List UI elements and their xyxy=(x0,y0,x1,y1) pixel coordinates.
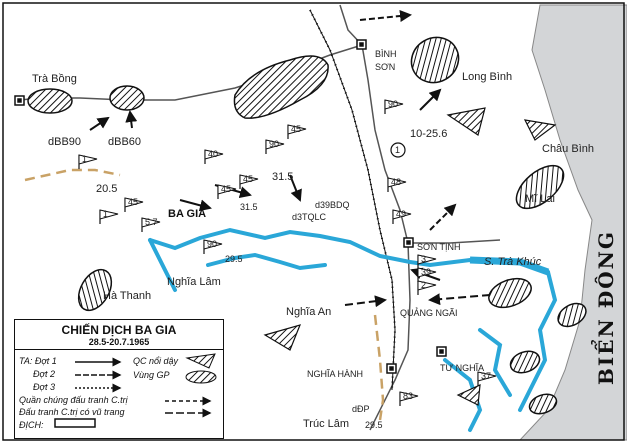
enemy-flag xyxy=(399,391,419,402)
unit-labels: dBB90 dBB60 d39BDQ d3TQLC dĐP 10-25.6 20… xyxy=(48,128,447,430)
enemy-flag-label: 49 xyxy=(396,209,406,219)
enemy-flag xyxy=(287,124,307,135)
enemy-flag-label: 1 xyxy=(82,154,87,164)
enemy-flag xyxy=(239,174,259,185)
label-quang-ngai: QUẢNG NGÃI xyxy=(400,307,458,318)
enemy-flag-label: 45 xyxy=(221,184,231,194)
legend-dot3: Đợt 3 xyxy=(33,382,55,392)
label-chau-binh: Châu Bình xyxy=(542,143,594,155)
label-nghia-an: Nghĩa An xyxy=(286,306,331,318)
enemy-flag-label: 48 xyxy=(391,177,401,187)
label-river: S. Trà Khúc xyxy=(484,256,542,268)
enemy-flag xyxy=(384,99,404,110)
enemy-flag xyxy=(124,197,144,208)
enemy-flag-label: 45 xyxy=(291,124,301,134)
enemy-flag-label: 90 xyxy=(207,239,217,249)
legend-qc: QC nổi dậy xyxy=(133,356,179,366)
label-nghia-hanh: NGHĨA HÀNH xyxy=(307,369,363,379)
legend-symbols xyxy=(54,353,217,428)
date-10-25-6: 10-25.6 xyxy=(410,128,447,140)
enemy-flag-label: 90 xyxy=(388,99,398,109)
unit-d39bdq: d39BDQ xyxy=(315,200,350,210)
enemy-flag-label: 45 xyxy=(128,197,138,207)
date-31-5-a: 31.5 xyxy=(272,171,293,183)
enemy-flag xyxy=(204,149,224,160)
legend-vung-gp: Vùng GP xyxy=(133,370,170,380)
enemy-flag xyxy=(203,239,223,250)
enemy-flag xyxy=(417,267,437,278)
unit-d3tqlc: d3TQLC xyxy=(292,212,327,222)
date-29-5-a: 29.5 xyxy=(225,254,243,264)
legend-dates: 28.5-20.7.1965 xyxy=(15,337,223,350)
enemy-flag xyxy=(387,177,407,188)
enemy-flags: 1 1 45 40 90 45 45 45 90 5.7 90 48 49 3 39 2 83 37 xyxy=(78,99,497,406)
map-legend: CHIẾN DỊCH BA GIA 28.5-20.7.1965 TA: Đợt… xyxy=(14,319,224,439)
enemy-flag-label: 90 xyxy=(269,139,279,149)
unit-dbb90: dBB90 xyxy=(48,136,81,148)
town-markers xyxy=(14,39,447,374)
enemy-flag xyxy=(477,371,497,382)
enemy-flag xyxy=(265,139,285,150)
enemy-flag xyxy=(417,280,437,291)
enemy-flag-label: 83 xyxy=(403,391,413,401)
enemy-flag-label: 40 xyxy=(208,149,218,159)
date-29-5-b: 29.5 xyxy=(365,420,383,430)
enemy-flag-label: 45 xyxy=(243,174,253,184)
label-tra-bong: Trà Bồng xyxy=(32,73,77,85)
enemy-flag-label: 1 xyxy=(103,209,108,219)
label-long-binh: Long Bình xyxy=(462,71,512,83)
label-bien-dong: BIỂN ĐÔNG xyxy=(589,230,618,385)
label-binh-son-1: BÌNH xyxy=(375,49,397,59)
label-son-tinh: SƠN TỊNH xyxy=(417,242,461,252)
label-truc-lam: Trúc Lâm xyxy=(303,418,349,430)
enemy-flag xyxy=(392,209,412,220)
enemy-flag-label: 3 xyxy=(421,254,426,264)
legend-quan-chung: Quần chúng đấu tranh C.trị xyxy=(19,395,128,405)
date-20-5: 20.5 xyxy=(96,183,117,195)
label-nghia-lam: Nghĩa Lâm xyxy=(167,276,221,288)
route-1-label: 1 xyxy=(395,145,400,155)
enemy-flag xyxy=(78,154,98,165)
enemy-flag-label: 5.7 xyxy=(145,217,158,227)
place-labels: Trà Bồng BÌNH SƠN Long Bình Châu Bình Mĩ… xyxy=(32,49,594,430)
enemy-flag xyxy=(141,217,161,228)
legend-dau-tranh: Đấu tranh C.trị có vũ trang xyxy=(19,407,125,417)
unit-dbb60: dBB60 xyxy=(108,136,141,148)
unit-ddp: dĐP xyxy=(352,404,370,414)
enemy-flag-label: 39 xyxy=(421,267,431,277)
label-ha-thanh: Hà Thanh xyxy=(103,290,151,302)
province-boundary xyxy=(24,168,385,421)
label-binh-son-2: SƠN xyxy=(375,62,395,72)
enemy-flag xyxy=(417,254,437,265)
label-tu-nghia: TƯ NGHĨA xyxy=(440,363,484,373)
date-31-5-b: 31.5 xyxy=(240,202,258,212)
enemy-flag xyxy=(217,184,237,195)
liberated-zones xyxy=(27,36,587,415)
uprising-areas xyxy=(263,107,557,406)
legend-dich: ĐỊCH: xyxy=(19,420,44,430)
enemy-flag xyxy=(99,209,119,220)
legend-dot2: Đợt 2 xyxy=(33,369,55,379)
enemy-flag-label: 37 xyxy=(481,371,491,381)
legend-ta-dot1: TA: Đợt 1 xyxy=(19,356,57,366)
label-ba-gia: BA GIA xyxy=(168,208,206,220)
enemy-flag-label: 2 xyxy=(421,280,426,290)
label-mi-lai: Mĩ Lai xyxy=(525,193,555,205)
legend-title: CHIẾN DỊCH BA GIA xyxy=(61,323,177,337)
attack-arrows xyxy=(89,10,491,308)
route-1-marker xyxy=(390,142,406,158)
